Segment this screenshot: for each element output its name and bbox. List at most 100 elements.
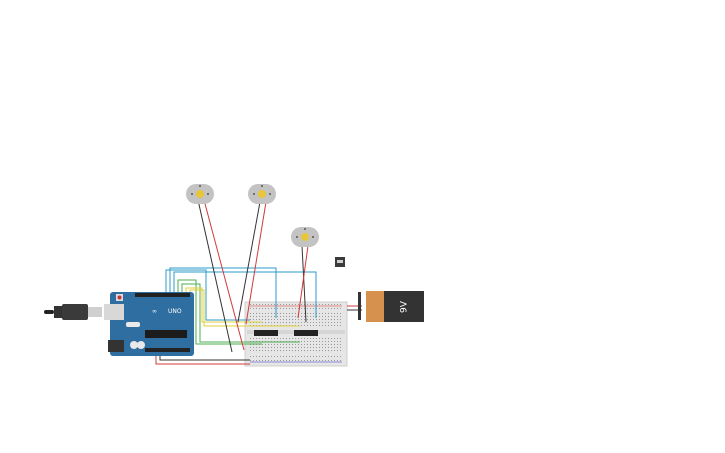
breadboard-hole [271, 338, 272, 339]
breadboard-hole [328, 316, 329, 317]
small-component[interactable] [335, 257, 345, 267]
breadboard-hole [259, 304, 260, 305]
breadboard-hole [250, 308, 251, 309]
driver-chip-2[interactable] [294, 330, 318, 336]
breadboard-hole [340, 344, 341, 345]
breadboard-hole [331, 308, 332, 309]
breadboard-hole [298, 319, 299, 320]
breadboard-hole [280, 347, 281, 348]
breadboard-hole [259, 356, 260, 357]
breadboard-hole [265, 304, 266, 305]
breadboard-hole [256, 319, 257, 320]
dc-motor-3[interactable] [291, 227, 319, 247]
breadboard-hole [262, 319, 263, 320]
dc-motor-1[interactable] [186, 184, 214, 204]
breadboard-hole [289, 316, 290, 317]
breadboard-hole [286, 347, 287, 348]
breadboard-hole [256, 308, 257, 309]
breadboard-hole [337, 356, 338, 357]
breadboard-hole [310, 304, 311, 305]
breadboard-hole [295, 313, 296, 314]
breadboard-hole [271, 313, 272, 314]
breadboard-hole [286, 313, 287, 314]
breadboard-hole [283, 356, 284, 357]
breadboard-hole [313, 341, 314, 342]
breadboard-hole [331, 313, 332, 314]
breadboard-hole [292, 304, 293, 305]
breadboard-hole [289, 360, 290, 361]
wires[interactable] [155, 199, 362, 365]
breadboard-hole [253, 319, 254, 320]
breadboard-hole [295, 338, 296, 339]
dc-motor-2[interactable] [248, 184, 276, 204]
breadboard-hole [304, 316, 305, 317]
breadboard-hole [310, 338, 311, 339]
breadboard-hole [322, 341, 323, 342]
digital-header [135, 293, 190, 297]
breadboard-hole [256, 316, 257, 317]
breadboard-hole [277, 356, 278, 357]
breadboard-hole [286, 308, 287, 309]
breadboard-hole [313, 304, 314, 305]
breadboard-hole [283, 316, 284, 317]
breadboard-hole [322, 356, 323, 357]
arduino-uno-board[interactable]: ∞ UNO [104, 292, 194, 356]
battery-9v[interactable]: 9V [358, 291, 424, 322]
breadboard-hole [256, 360, 257, 361]
breadboard-hole [325, 308, 326, 309]
breadboard-hole [319, 344, 320, 345]
breadboard-hole [298, 304, 299, 305]
breadboard-hole [301, 344, 302, 345]
breadboard-hole [268, 347, 269, 348]
breadboard-hole [319, 319, 320, 320]
breadboard-hole [292, 360, 293, 361]
breadboard-hole [340, 322, 341, 323]
breadboard-hole [340, 338, 341, 339]
breadboard-hole [328, 304, 329, 305]
breadboard-hole [265, 360, 266, 361]
breadboard-hole [268, 313, 269, 314]
breadboard-hole [295, 356, 296, 357]
breadboard-hole [301, 319, 302, 320]
breadboard-hole [325, 338, 326, 339]
breadboard-hole [250, 347, 251, 348]
breadboard-hole [280, 304, 281, 305]
breadboard-hole [271, 319, 272, 320]
breadboard-hole [337, 325, 338, 326]
breadboard-hole [268, 360, 269, 361]
breadboard-hole [292, 338, 293, 339]
breadboard-hole [295, 347, 296, 348]
breadboard-hole [295, 360, 296, 361]
breadboard-hole [274, 356, 275, 357]
breadboard-hole [256, 304, 257, 305]
breadboard-hole [289, 347, 290, 348]
driver-chip-1[interactable] [254, 330, 278, 336]
breadboard-hole [253, 308, 254, 309]
breadboard-hole [319, 325, 320, 326]
breadboard-hole [286, 360, 287, 361]
breadboard-hole [313, 313, 314, 314]
breadboard-hole [334, 360, 335, 361]
breadboard-hole [286, 356, 287, 357]
breadboard-hole [262, 322, 263, 323]
breadboard-hole [301, 304, 302, 305]
breadboard-hole [259, 347, 260, 348]
breadboard-hole [316, 322, 317, 323]
breadboard-hole [283, 308, 284, 309]
breadboard-hole [265, 308, 266, 309]
breadboard-hole [289, 350, 290, 351]
breadboard-hole [319, 360, 320, 361]
breadboard-hole [277, 308, 278, 309]
breadboard-hole [307, 322, 308, 323]
breadboard-hole [277, 319, 278, 320]
breadboard-hole [325, 347, 326, 348]
battery-label: 9V [400, 300, 410, 313]
breadboard-hole [259, 319, 260, 320]
usb-cable[interactable] [44, 304, 102, 320]
board-label: UNO [168, 308, 182, 315]
breadboard-hole [334, 350, 335, 351]
breadboard-hole [250, 313, 251, 314]
breadboard-hole [316, 356, 317, 357]
breadboard-hole [277, 338, 278, 339]
